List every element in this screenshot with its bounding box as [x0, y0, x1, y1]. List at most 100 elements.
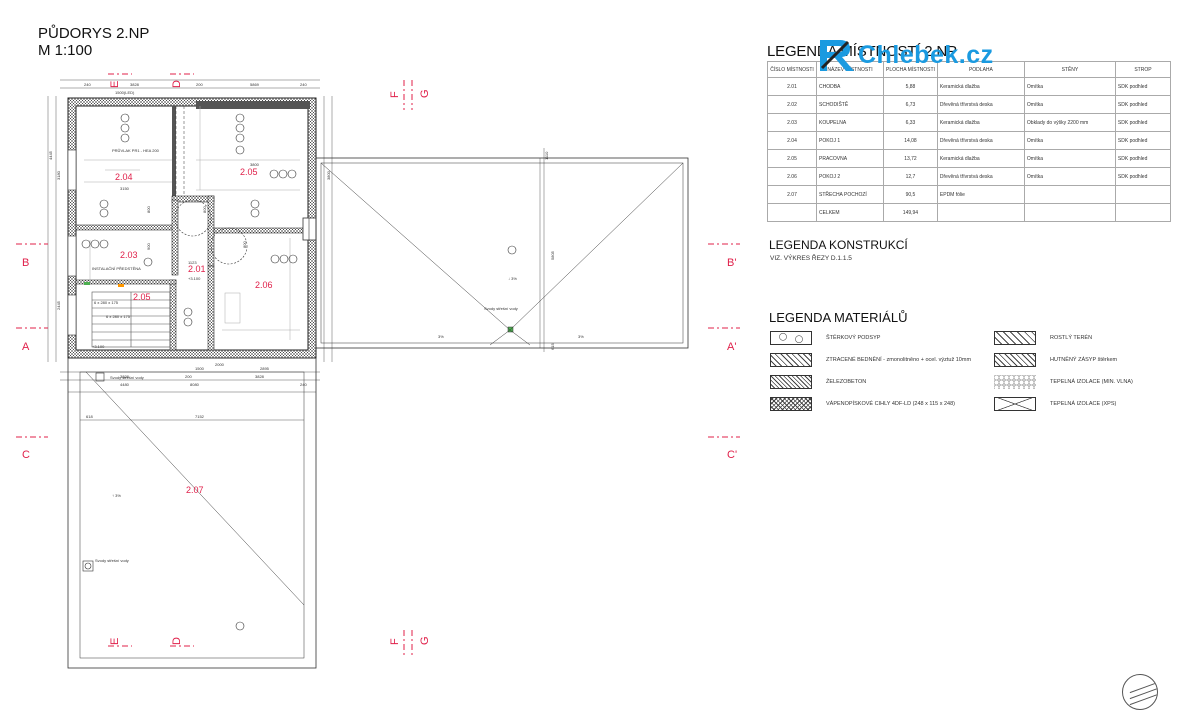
swatch-backfill [994, 353, 1036, 367]
section-mark-b: B [22, 257, 29, 269]
dim-top-6: 240 [300, 82, 307, 87]
note-stairs-2: 6 x 280 x 175 [106, 314, 131, 319]
dim-side-1: 4445 [48, 150, 53, 160]
dim-roof-1: 7152 [195, 414, 205, 419]
cell: SDK podhled [1114, 131, 1172, 150]
note-install: INSTALAČNÍ PŘEDSTĚNA [92, 266, 141, 271]
room-legend-header-row: ČÍSLO MÍSTNOSTI NÁZEV MÍSTNOSTI PLOCHA M… [767, 61, 1172, 78]
brand-r-icon [820, 40, 854, 71]
cell: 5,88 [883, 77, 938, 96]
dim-inner-3: 1123 [188, 260, 197, 265]
dim-inner-4: 1500 [195, 366, 205, 371]
room-legend-table: ČÍSLO MÍSTNOSTI NÁZEV MÍSTNOSTI PLOCHA M… [767, 61, 1172, 222]
col-header: STĚNY [1023, 61, 1116, 78]
note-slope-3: 3% [438, 334, 444, 339]
dim-h-2: 615 [550, 343, 555, 350]
staircase [91, 291, 171, 348]
cell: Keramická dlažba [936, 149, 1025, 168]
note-roof-drain-2: Svody střešní vody [110, 375, 144, 380]
section-mark-g: G [419, 89, 431, 98]
brand-logo-mark [818, 38, 856, 72]
north-arrow-icon [1122, 674, 1158, 710]
room-label-2-03: 2.03 [120, 250, 138, 260]
cell: 149,94 [883, 203, 938, 222]
dim-inner-1: 3150 [120, 186, 130, 191]
swatch-gravel [770, 331, 812, 345]
cell: SDK podhled [1114, 167, 1172, 186]
material-item-formwork: ZTRACENÉ BEDNĚNÍ - zmonolitněno + ocel. … [770, 351, 971, 369]
cell: 2.06 [767, 167, 817, 186]
cell: Omítka [1023, 149, 1116, 168]
cell [1114, 203, 1172, 222]
cell: STŘECHA POCHOZÍ [816, 185, 884, 204]
cell: SDK podhled [1114, 113, 1172, 132]
dimension-lines [47, 79, 545, 421]
cell: SDK podhled [1114, 77, 1172, 96]
dim-top-4: 200 [196, 82, 203, 87]
dim-roof-2: 618 [86, 414, 93, 419]
material-item-brick: VÁPENOPÍSKOVÉ CIHLY 4DF-LD (248 x 115 x … [770, 395, 955, 413]
dim-bot-3: 3828 [255, 374, 265, 379]
note-roof-drain-3: Svody střešní vody [95, 558, 129, 563]
room-label-stairs: 2.05 [133, 292, 151, 302]
cell: EPDM fólie [936, 185, 1025, 204]
material-label: TEPELNÁ IZOLACE (MIN. VLNA) [1050, 378, 1133, 385]
cell: Omítka [1023, 131, 1116, 150]
cell: 90,5 [883, 185, 938, 204]
room-label-2-04: 2.04 [115, 172, 133, 182]
section-mark-c: C [22, 449, 30, 461]
section-mark-f: F [389, 91, 401, 98]
dim-bot-1: 3828 [120, 374, 130, 379]
cell: POKOJ 2 [816, 167, 884, 186]
note-level-2: +3.100 [92, 344, 105, 349]
material-label: TEPELNÁ IZOLACE (XPS) [1050, 400, 1117, 407]
dim-top-2: 3828 [130, 82, 140, 87]
install-marker-2 [118, 284, 124, 287]
cell: POKOJ 1 [816, 131, 884, 150]
material-item-concrete: ŽELEZOBETON [770, 373, 866, 391]
cell: CELKEM [816, 203, 884, 222]
cell: 6,33 [883, 113, 938, 132]
material-label: ŠTĚRKOVÝ PODSYP [826, 334, 881, 341]
material-item-backfill: HUTNĚNÝ ZÁSYP štěrkem [994, 351, 1117, 369]
swatch-formwork [770, 353, 812, 367]
swatch-brick [770, 397, 812, 411]
material-label: ŽELEZOBETON [826, 378, 867, 385]
cell: PRACOVNA [816, 149, 884, 168]
material-item-mineral: TEPELNÁ IZOLACE (MIN. VLNA) [994, 373, 1133, 391]
cell: 2.02 [767, 95, 817, 114]
note-beam: PRŮVLAK PR1 - HEA 200 [112, 148, 160, 153]
room-label-2-07: 2.07 [186, 485, 204, 495]
material-label: ZTRACENÉ BEDNĚNÍ - zmonolitněno + ocel. … [826, 356, 972, 363]
room-legend: LEGENDA MÍSTNOSTÍ 2.NP ČÍSLO MÍSTNOSTI N… [767, 43, 1172, 222]
section-mark-f-bottom: F [389, 638, 401, 645]
dim-inner-6: 2895 [260, 366, 270, 371]
cell: Omítka [1023, 77, 1116, 96]
dim-side-2: 3180 [56, 170, 61, 180]
roof-south [67, 357, 317, 669]
cell: Obklady do výšky 2200 mm [1023, 113, 1116, 132]
cell: 2.01 [767, 77, 817, 96]
dim-bot-5: 8080 [190, 382, 200, 387]
drawing-title: PŮDORYS 2.NP M 1:100 [38, 25, 149, 59]
drawing-scale: M 1:100 [38, 42, 93, 59]
material-label: ROSTLÝ TERÉN [1050, 334, 1093, 341]
material-label: HUTNĚNÝ ZÁSYP štěrkem [1050, 356, 1118, 363]
dim-top-5: 5869 [250, 82, 260, 87]
building-walls [67, 97, 317, 359]
dim-inner-2: 3800 [250, 162, 260, 167]
door-dim-1: 800 [146, 206, 151, 213]
dim-top-3: 1500(LED) [115, 90, 135, 95]
section-mark-a: A [22, 341, 30, 353]
section-mark-b-prime: B' [727, 257, 736, 269]
install-marker [84, 282, 90, 285]
cell: KOUPELNA [816, 113, 884, 132]
note-slope-2: ↑ 3% [112, 493, 121, 498]
room-label-2-06: 2.06 [255, 280, 273, 290]
construction-legend-title: LEGENDA KONSTRUKCÍ [769, 238, 908, 252]
